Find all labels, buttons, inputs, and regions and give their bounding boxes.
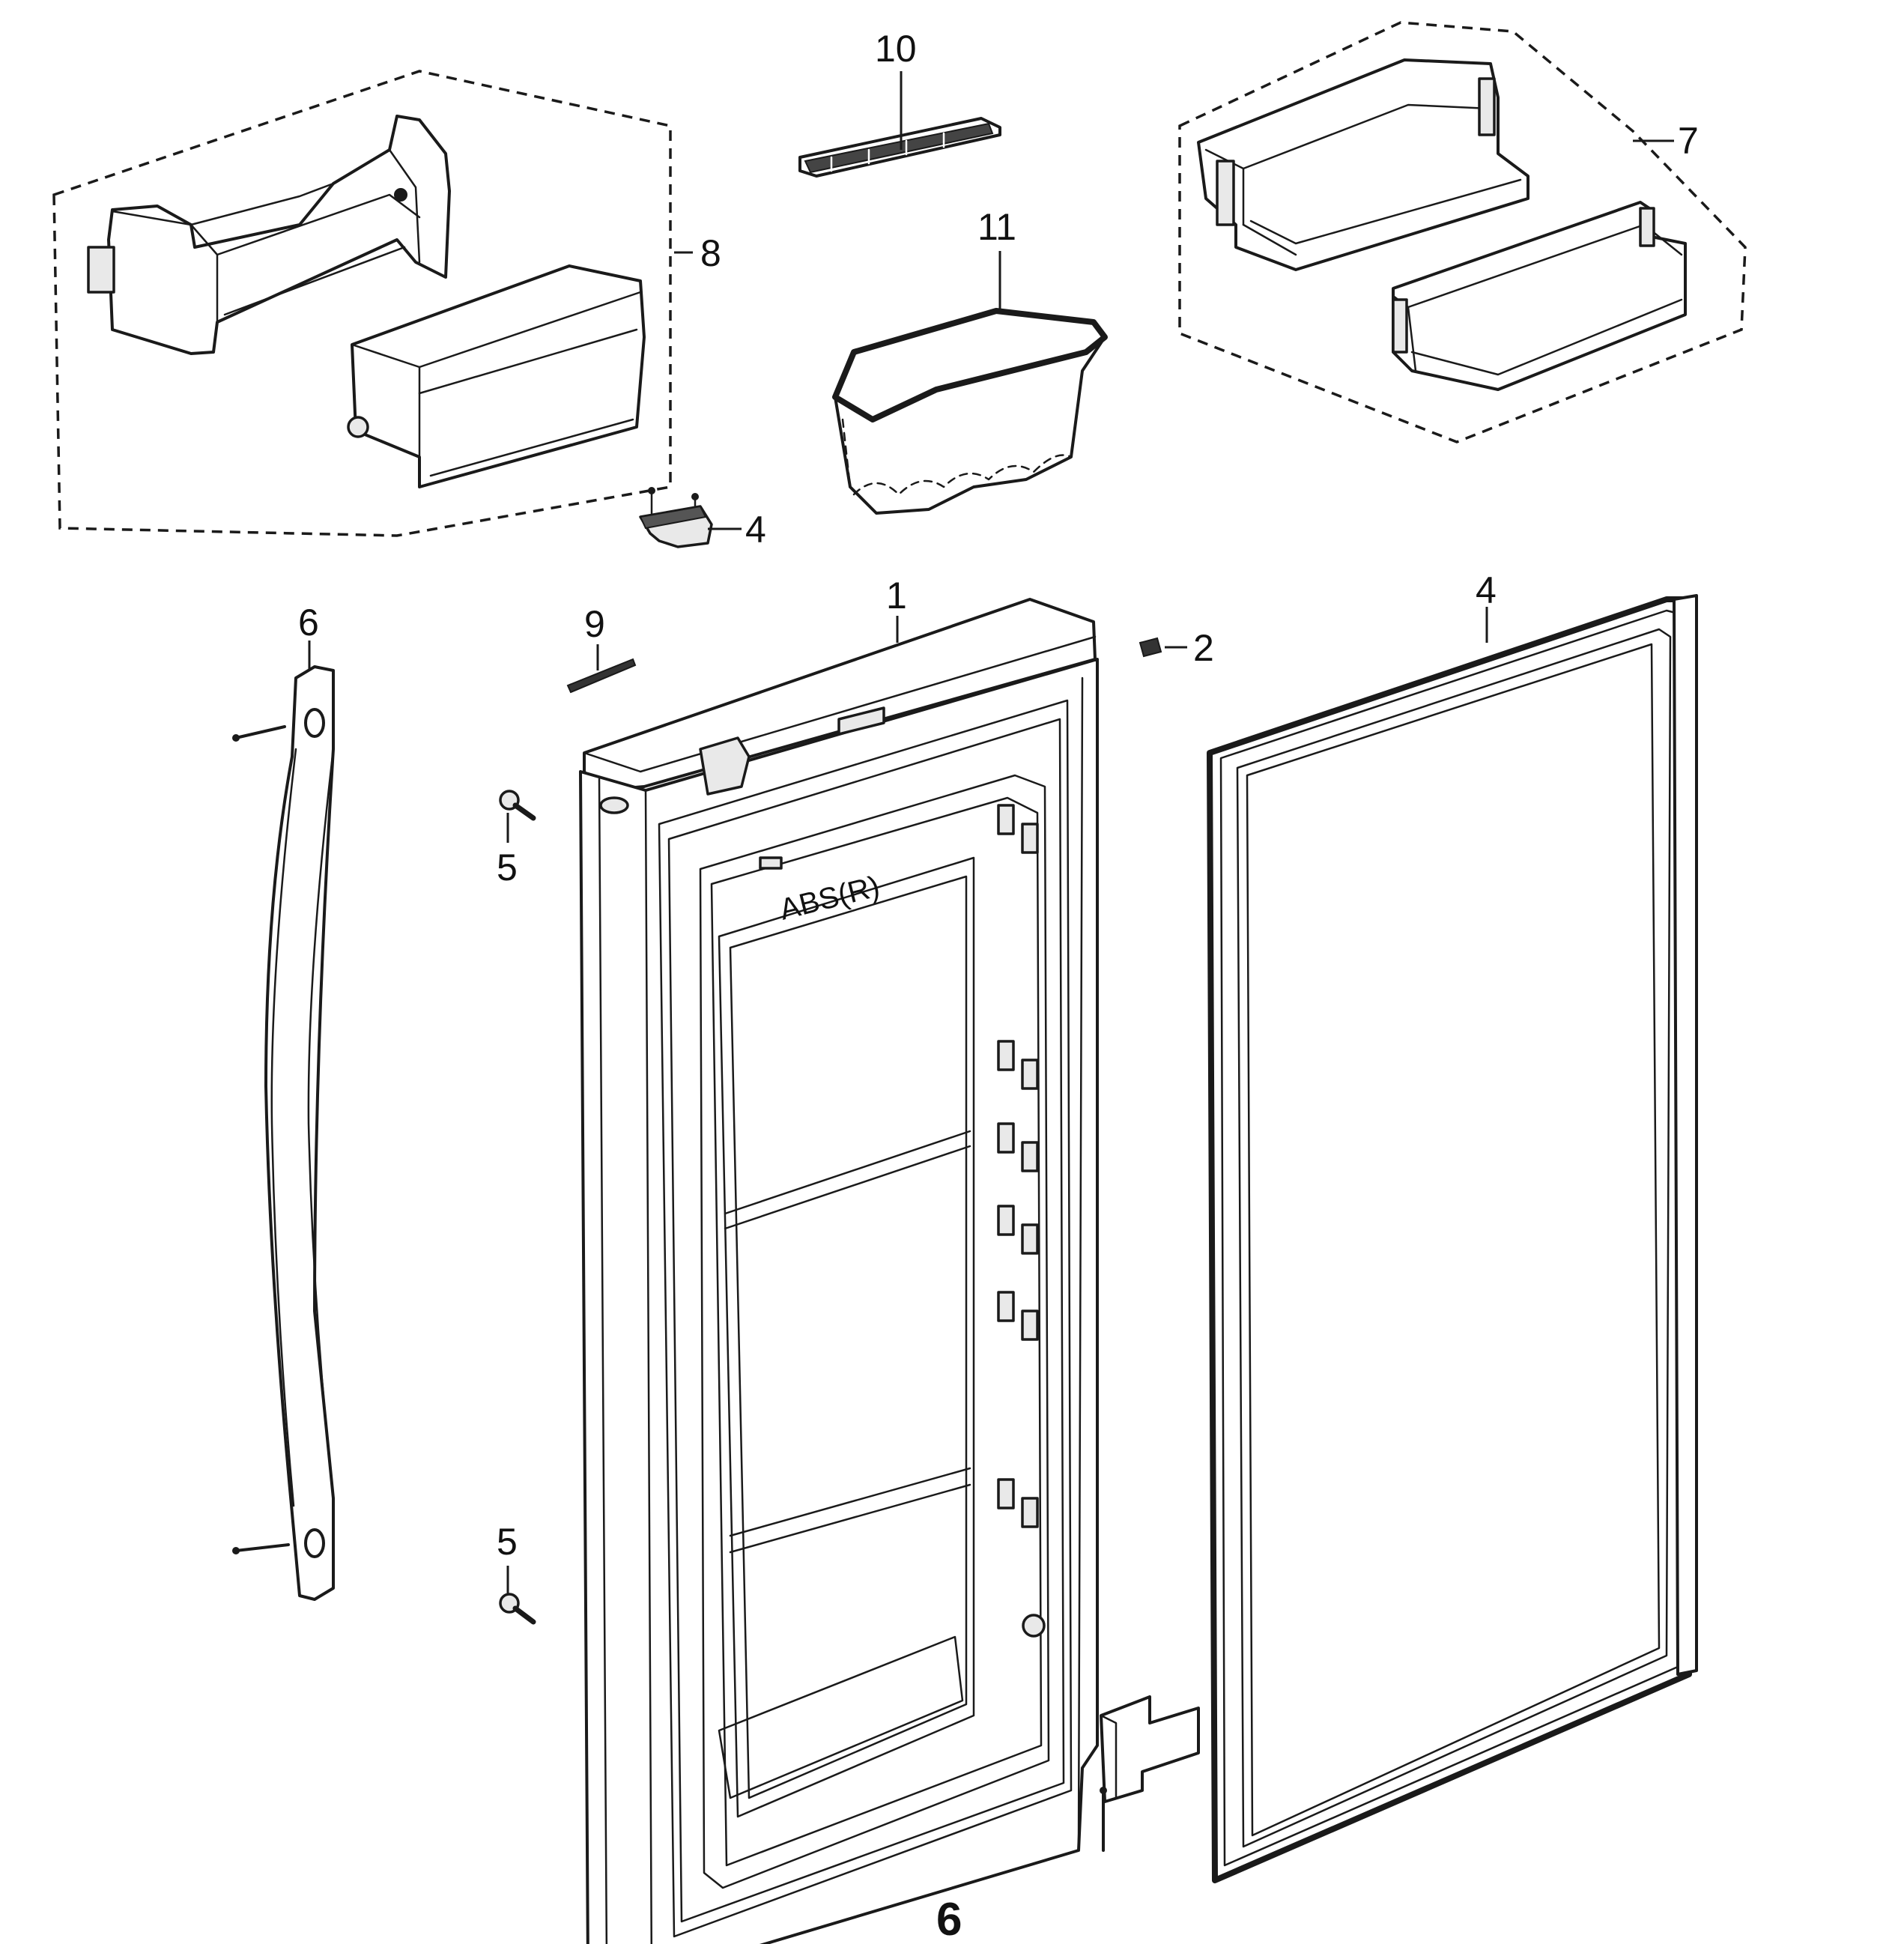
part-6-door-handle: 6 — [232, 602, 335, 1601]
part-9-badge: 9 — [566, 603, 637, 694]
part-5-pin-upper: 5 — [497, 790, 536, 888]
part-8-callout: 8 — [700, 232, 721, 274]
part-11-dairy-bin: 11 — [832, 206, 1108, 515]
part-1-callout: 1 — [886, 575, 907, 617]
part-7-guard-lower — [1392, 201, 1687, 391]
part-5-pin-lower: 5 — [497, 1521, 536, 1625]
part-6-screw-bottom — [234, 1543, 290, 1552]
part-4-door-gasket: 4 — [1207, 569, 1698, 1883]
part-3-hinge-cap: 4 — [639, 487, 766, 551]
liner-bin-clips — [997, 804, 1046, 1638]
part-8-bin-upper — [87, 115, 451, 355]
part-10-callout: 10 — [875, 28, 917, 70]
part-3-callout: 4 — [745, 509, 766, 551]
page-number: 6 — [936, 1894, 962, 1944]
part-8-group-outline — [52, 70, 672, 537]
part-2-cap: 2 — [1139, 627, 1214, 669]
part-8-bin-assembly: 8 — [52, 70, 721, 537]
part-5-callout-lower: 5 — [497, 1521, 518, 1563]
part-9-callout: 9 — [584, 603, 605, 645]
part-5-callout-upper: 5 — [497, 847, 518, 888]
bin-clip-left — [87, 246, 115, 294]
part-7-guard-upper — [1197, 58, 1529, 271]
part-6-screw-top — [234, 725, 286, 739]
part-7-callout: 7 — [1678, 120, 1699, 162]
part-1-door-assembly: ABS(R) 1 — [579, 575, 1200, 1944]
part-8-bin-lower — [347, 264, 646, 488]
part-6-callout: 6 — [298, 602, 319, 644]
part-7-guard-assembly: 7 — [1178, 21, 1747, 443]
part-11-callout: 11 — [977, 206, 1016, 248]
part-4-callout: 4 — [1476, 569, 1497, 611]
part-10-vent-cover: 10 — [798, 28, 1001, 178]
part-2-callout: 2 — [1193, 627, 1214, 669]
part-7-group-outline — [1178, 21, 1747, 443]
